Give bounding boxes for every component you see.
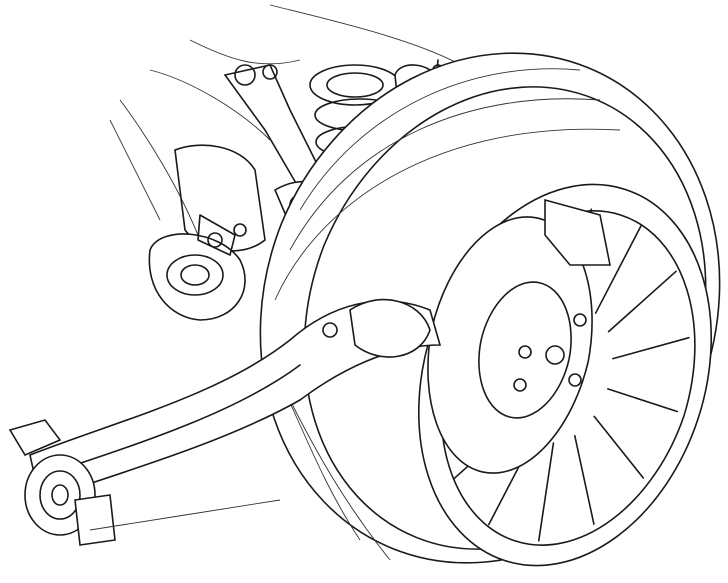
wheel-spoke [593, 415, 645, 479]
wheel-spoke [573, 434, 595, 525]
wheel-spoke [606, 388, 679, 413]
wheel-spoke [607, 270, 677, 333]
lower-mount [148, 214, 247, 321]
wheel-spoke [537, 442, 555, 542]
chassis-outline [109, 4, 471, 252]
trailing-arm [29, 298, 442, 502]
wheel-spoke [594, 224, 642, 314]
brake-disc [427, 198, 611, 474]
bushing-bracket [8, 419, 281, 546]
wheel-spoke [612, 336, 690, 360]
